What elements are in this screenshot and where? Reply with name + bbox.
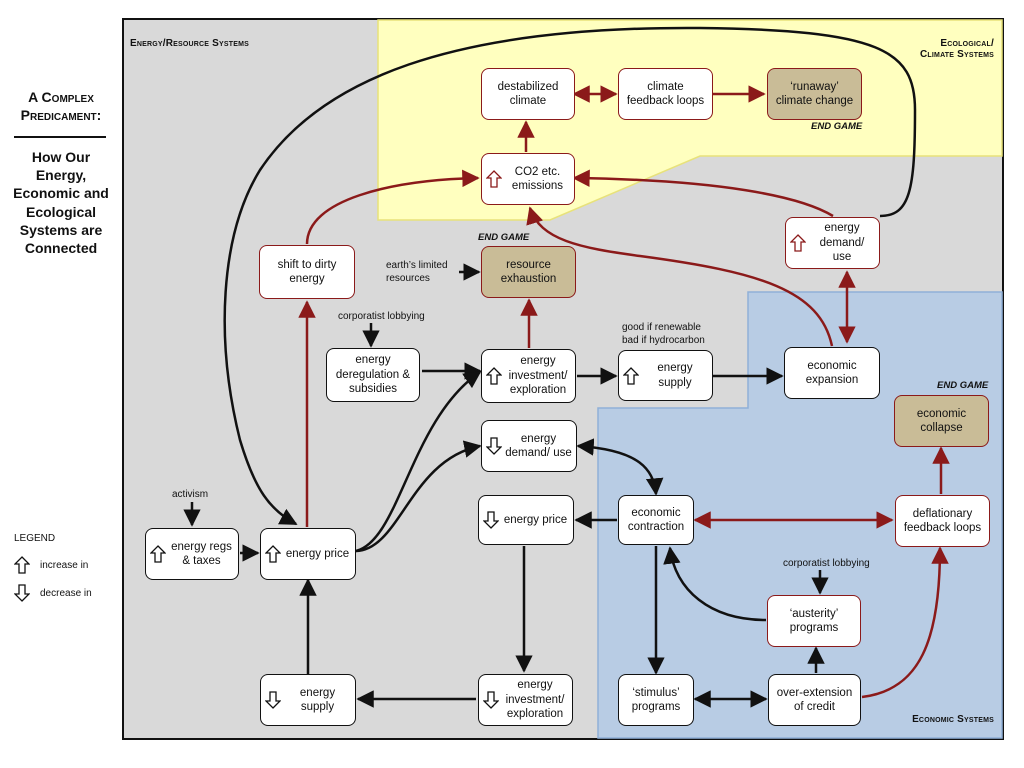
region-label-energy: Energy/Resource Systems xyxy=(130,38,250,49)
arrow-price-to-invest xyxy=(355,370,482,553)
node-energy-demand-decrease: energy demand/ use xyxy=(481,420,577,472)
node-deflationary-feedback-loops: deflationary feedback loops xyxy=(895,495,990,547)
annotation-renewable: good if renewable bad if hydrocarbon xyxy=(622,322,705,347)
region-label-ecological-line2: Climate Systems xyxy=(920,49,994,60)
increase-arrow-icon xyxy=(623,366,639,385)
node-economic-contraction: economic contraction xyxy=(618,495,694,545)
node-energy-demand-increase: energy demand/ use xyxy=(785,217,880,269)
decrease-arrow-icon xyxy=(265,691,281,709)
page-subtitle: How Our Energy, Economic and Ecological … xyxy=(13,149,109,256)
node-stimulus-programs: ‘stimulus’ programs xyxy=(618,674,694,726)
legend-increase: increase in xyxy=(14,556,88,574)
title-divider xyxy=(14,136,106,138)
increase-arrow-icon xyxy=(486,170,502,188)
node-over-extension-of-credit: over-extension of credit xyxy=(768,674,861,726)
increase-arrow-icon xyxy=(150,545,166,563)
annotation-earths-resources: earth’s limited resources xyxy=(386,260,448,284)
node-destabilized-climate: destabilized climate xyxy=(481,68,575,120)
annotation-lobbying-top: corporatist lobbying xyxy=(338,311,425,322)
node-shift-to-dirty-energy: shift to dirty energy xyxy=(259,245,355,299)
end-game-label-resources: END GAME xyxy=(478,232,530,243)
region-label-ecological-line1: Ecological/ xyxy=(940,38,994,49)
node-energy-regs-taxes: energy regs & taxes xyxy=(145,528,239,580)
annotation-activism: activism xyxy=(172,489,209,500)
decrease-arrow-icon xyxy=(14,584,30,602)
increase-arrow-icon xyxy=(14,556,30,574)
arrow-credit-to-deflation xyxy=(861,546,949,699)
arrow-price-to-demand-down xyxy=(355,440,482,553)
arrow-demand-loop-to-price xyxy=(223,26,917,526)
node-co2-emissions: CO2 etc. emissions xyxy=(481,153,575,205)
page-title: A Complex Predicament: xyxy=(20,89,102,124)
increase-arrow-icon xyxy=(265,545,281,563)
node-economic-expansion: economic expansion xyxy=(784,347,880,399)
legend-decrease: decrease in xyxy=(14,584,92,602)
decrease-arrow-icon xyxy=(483,691,499,709)
increase-arrow-icon xyxy=(486,367,502,385)
annotation-renewable-line1: good if renewable xyxy=(622,322,701,333)
arrow-demand-down-contraction xyxy=(576,438,664,496)
node-energy-price-increase: energy price xyxy=(260,528,356,580)
node-resource-exhaustion: resource exhaustion xyxy=(481,246,576,298)
region-label-economic: Economic Systems xyxy=(912,714,994,725)
legend-title: LEGEND xyxy=(14,533,56,544)
end-game-label-economic: END GAME xyxy=(937,380,989,391)
legend-increase-label: increase in xyxy=(40,559,89,571)
decrease-arrow-icon xyxy=(486,437,502,455)
arrow-shift-to-co2 xyxy=(305,169,480,245)
node-climate-feedback-loops: climate feedback loops xyxy=(618,68,713,120)
end-game-label-climate: END GAME xyxy=(811,121,863,132)
arrow-austerity-to-contraction xyxy=(663,546,767,622)
legend-decrease-label: decrease in xyxy=(40,587,92,599)
decrease-arrow-icon xyxy=(483,511,499,529)
node-energy-investment-increase: energy investment/ exploration xyxy=(481,349,576,403)
node-energy-deregulation: energy deregulation & subsidies xyxy=(326,348,420,402)
region-label-ecological: Ecological/ Climate Systems xyxy=(920,38,994,60)
node-energy-investment-decrease: energy investment/ exploration xyxy=(478,674,573,726)
arrow-expansion-to-co2 xyxy=(526,206,834,347)
annotation-lobbying-bottom: corporatist lobbying xyxy=(783,558,870,569)
node-energy-supply-decrease: energy supply xyxy=(260,674,356,726)
annotation-renewable-line2: bad if hydrocarbon xyxy=(622,334,705,346)
node-energy-supply-increase: energy supply xyxy=(618,350,713,401)
node-austerity-programs: ‘austerity’ programs xyxy=(767,595,861,647)
node-runaway-climate-change: ‘runaway’ climate change xyxy=(767,68,862,120)
increase-arrow-icon xyxy=(790,234,806,252)
node-economic-collapse: economic collapse xyxy=(894,395,989,447)
node-energy-price-decrease: energy price xyxy=(478,495,574,545)
arrow-demand-to-co2 xyxy=(572,169,834,218)
